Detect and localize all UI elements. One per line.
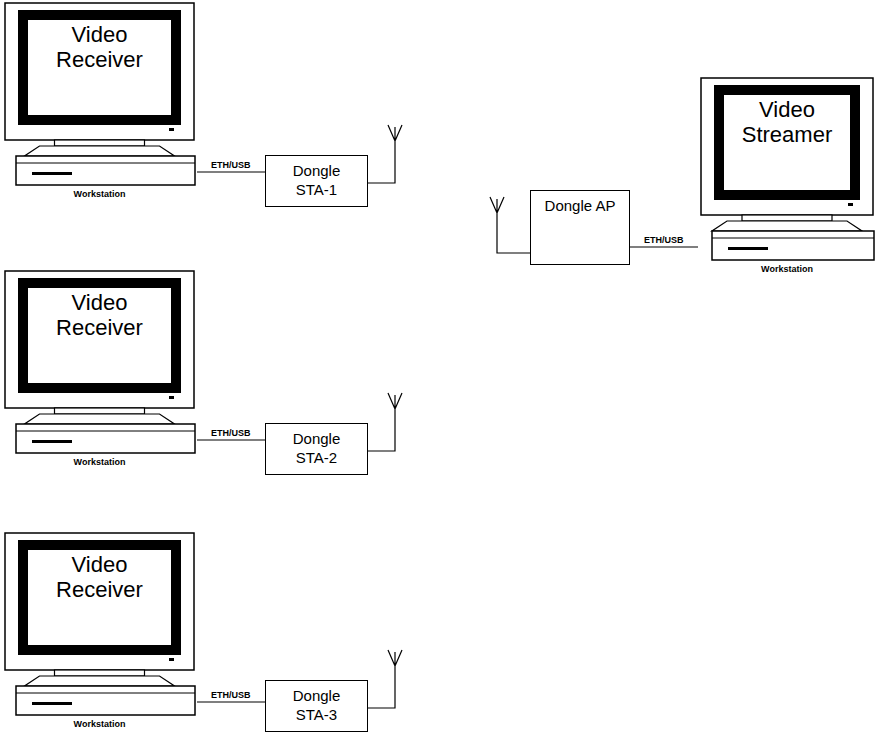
power-light — [169, 396, 174, 399]
monitor-neck — [55, 140, 145, 146]
monitor-neck — [55, 408, 145, 414]
base-line — [16, 693, 195, 694]
connector-label: ETH/USB — [210, 161, 252, 171]
drive-slot — [32, 440, 72, 443]
screen-label: Video Streamer — [728, 97, 846, 148]
screen-label: Video Receiver — [41, 22, 159, 73]
computer-base — [712, 231, 874, 260]
connector-label: ETH/USB — [643, 236, 685, 246]
power-light — [848, 203, 853, 206]
cable-connector — [197, 171, 265, 172]
dongle-label: Dongle STA-1 — [281, 162, 353, 200]
computer-base — [16, 686, 195, 715]
cable-connector — [630, 246, 698, 247]
dongle-box: Dongle AP — [530, 190, 630, 265]
monitor-stand — [25, 414, 175, 424]
drive-slot — [32, 702, 72, 705]
antenna-symbol — [368, 393, 402, 451]
monitor-stand — [712, 221, 862, 231]
dongle-box: Dongle STA-3 — [265, 680, 368, 732]
monitor-screen — [23, 15, 176, 120]
base-line — [712, 238, 874, 239]
computer-base — [16, 156, 195, 185]
workstation-node: Video ReceiverWorkstation — [2, 268, 197, 471]
monitor-stand — [25, 146, 175, 156]
dongle-box: Dongle STA-2 — [265, 423, 368, 475]
workstation-label: Workstation — [2, 719, 197, 730]
workstation-node: Video ReceiverWorkstation — [2, 0, 197, 203]
monitor-stand — [25, 676, 175, 686]
screen-label: Video Receiver — [41, 290, 159, 341]
antenna-symbol — [368, 650, 402, 708]
cable-connector — [197, 439, 265, 440]
workstation-label: Workstation — [698, 264, 876, 275]
monitor-case — [701, 78, 873, 215]
workstation-node: Video ReceiverWorkstation — [2, 530, 197, 733]
monitor-case — [5, 271, 194, 408]
workstation-drawing — [5, 533, 195, 715]
computer-base — [16, 424, 195, 453]
antenna-group — [368, 125, 530, 708]
monitor-screen — [23, 545, 176, 650]
monitor-screen — [23, 283, 176, 388]
cable-connector — [197, 701, 265, 702]
monitor-case — [5, 3, 194, 140]
dongle-box: Dongle STA-1 — [265, 155, 368, 207]
monitor-case — [5, 533, 194, 670]
antenna-symbol — [368, 125, 402, 183]
workstation-drawing — [701, 78, 874, 260]
connector-label: ETH/USB — [210, 691, 252, 701]
dongle-label: Dongle STA-3 — [281, 687, 353, 725]
workstation-label: Workstation — [2, 457, 197, 468]
drive-slot — [728, 247, 768, 250]
drive-slot — [32, 172, 72, 175]
workstation-drawing — [5, 271, 195, 453]
power-light — [169, 128, 174, 131]
base-line — [16, 163, 195, 164]
dongle-label: Dongle AP — [545, 197, 616, 216]
dongle-label: Dongle STA-2 — [281, 430, 353, 468]
monitor-neck — [742, 215, 832, 221]
power-light — [169, 658, 174, 661]
screen-label: Video Receiver — [41, 552, 159, 603]
workstation-node: Video StreamerWorkstation — [698, 75, 876, 278]
monitor-neck — [55, 670, 145, 676]
connector-label: ETH/USB — [210, 429, 252, 439]
antenna-symbol — [490, 197, 530, 253]
workstation-label: Workstation — [2, 189, 197, 200]
base-line — [16, 431, 195, 432]
workstation-drawing — [5, 3, 195, 185]
monitor-screen — [719, 90, 855, 195]
